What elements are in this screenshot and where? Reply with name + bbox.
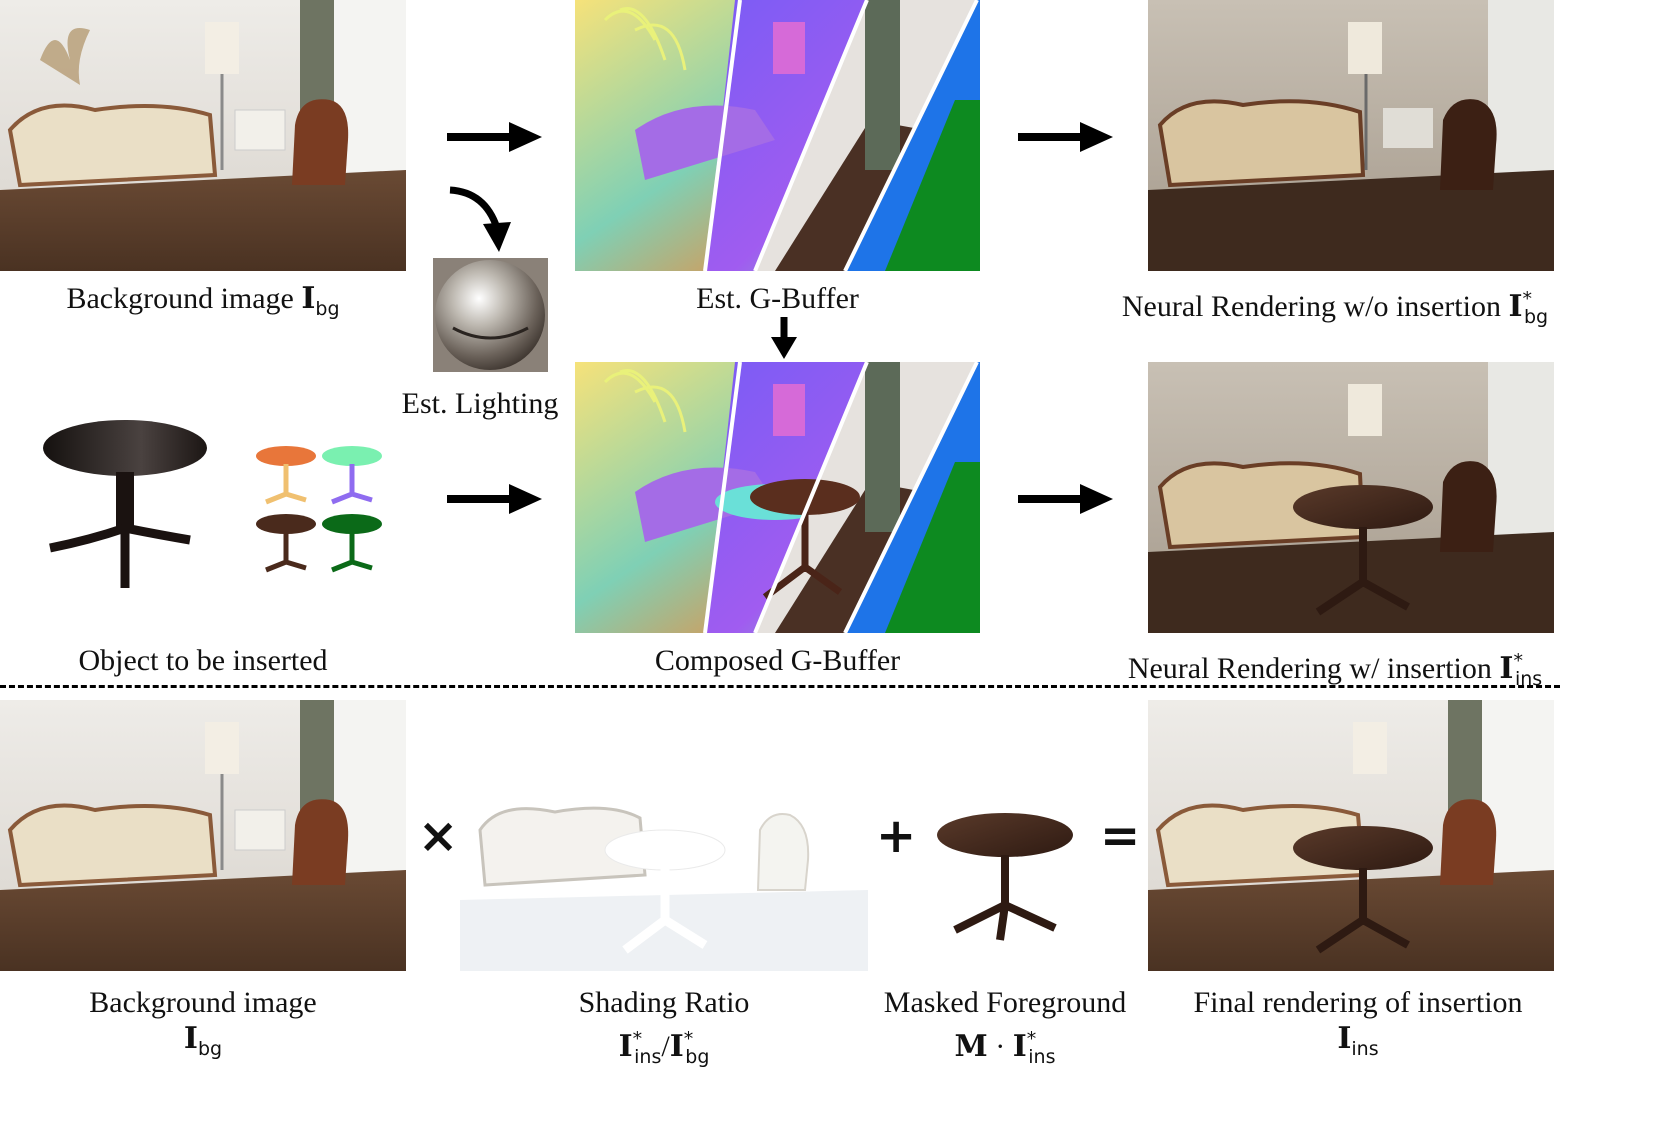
caption-est-lighting: Est. Lighting — [401, 387, 559, 420]
caption-render-with-insertion: Neural Rendering w/ insertion I*ins — [1127, 650, 1543, 690]
arrow-curved-to-lighting — [449, 186, 511, 252]
background-image-panel — [0, 0, 406, 271]
caption-bottom-background: Background image Ibg — [89, 986, 317, 1060]
render-without-insertion-panel — [1148, 0, 1554, 271]
arrow-right-top — [447, 122, 542, 152]
bottom-background-image-panel — [0, 700, 406, 971]
dashed-divider — [0, 685, 1560, 688]
shading-ratio-panel — [460, 700, 868, 971]
arrow-down-gbuffer — [771, 317, 797, 359]
arrow-right-top-2 — [1018, 122, 1113, 152]
final-rendering-panel — [1148, 700, 1554, 971]
caption-masked-foreground: Masked Foreground M · I*ins — [883, 986, 1127, 1068]
est-gbuffer-panel — [575, 0, 980, 271]
times-operator: × — [418, 808, 459, 864]
caption-background-image: Background image Ibg — [66, 281, 340, 320]
est-lighting-sphere — [433, 258, 548, 372]
caption-shading-ratio: Shading Ratio I*ins/I*bg — [578, 986, 750, 1068]
arrow-right-mid — [447, 484, 542, 514]
composed-gbuffer-panel — [575, 362, 980, 633]
caption-est-gbuffer: Est. G-Buffer — [696, 282, 859, 315]
plus-operator: + — [876, 808, 917, 864]
caption-composed-gbuffer: Composed G-Buffer — [654, 644, 901, 677]
object-to-insert-panel — [30, 410, 410, 600]
caption-render-without-insertion: Neural Rendering w/o insertion I*bg — [1121, 288, 1549, 328]
masked-foreground-panel — [930, 800, 1080, 950]
render-with-insertion-panel — [1148, 362, 1554, 633]
equals-operator: = — [1100, 808, 1141, 864]
caption-object-to-insert: Object to be inserted — [78, 644, 328, 677]
arrow-right-mid-2 — [1018, 484, 1113, 514]
caption-final-rendering: Final rendering of insertion Iins — [1193, 986, 1523, 1060]
